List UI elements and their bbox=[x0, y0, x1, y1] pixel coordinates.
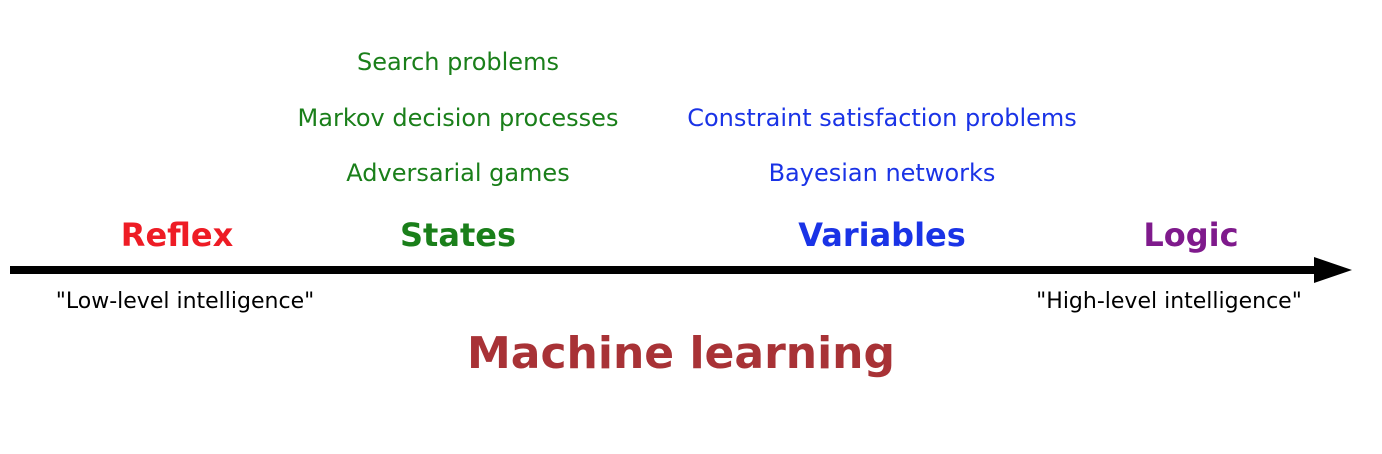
variables-example-bayes: Bayesian networks bbox=[768, 159, 996, 187]
category-logic: Logic bbox=[1143, 216, 1239, 254]
variables-example-csp: Constraint satisfaction problems bbox=[687, 104, 1077, 132]
category-reflex: Reflex bbox=[120, 216, 234, 254]
note-low-level: "Low-level intelligence" bbox=[55, 289, 315, 314]
note-high-level: "High-level intelligence" bbox=[1036, 289, 1302, 314]
machine-learning-label: Machine learning bbox=[467, 328, 895, 379]
states-example-games: Adversarial games bbox=[346, 159, 570, 187]
category-variables: Variables bbox=[798, 216, 966, 254]
axis-arrowhead bbox=[1314, 257, 1352, 283]
category-states: States bbox=[400, 216, 516, 254]
states-example-mdp: Markov decision processes bbox=[297, 104, 619, 132]
states-example-search: Search problems bbox=[357, 48, 559, 76]
